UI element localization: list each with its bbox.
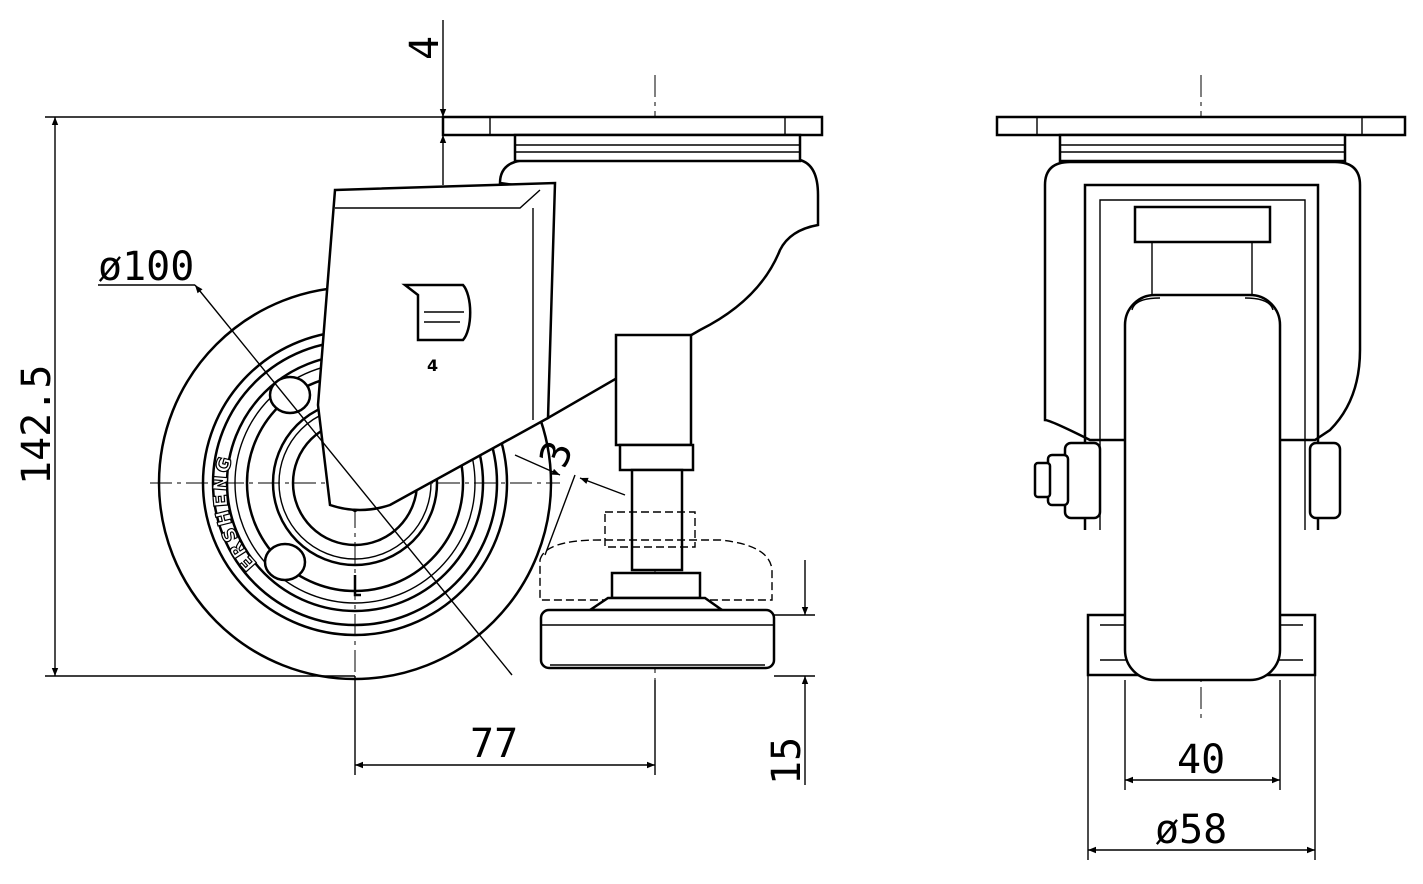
bearing-ring bbox=[513, 133, 802, 163]
foot-height-dimension: 15 bbox=[764, 737, 810, 785]
offset-dimension: 77 bbox=[470, 721, 518, 767]
wheel-width-dimension: 40 bbox=[1177, 737, 1225, 783]
front-top-plate bbox=[995, 115, 1407, 137]
foot-travel-dimension: 3 bbox=[531, 435, 582, 473]
top-plate bbox=[441, 115, 824, 137]
threaded-stem bbox=[630, 468, 684, 572]
front-bearing-ring bbox=[1058, 133, 1347, 163]
foot-diameter-dimension: ø58 bbox=[1155, 807, 1227, 853]
front-view: 40 ø58 bbox=[995, 75, 1407, 860]
side-view: ERSHENG 4 bbox=[14, 20, 824, 785]
brand-logo-icon bbox=[263, 542, 307, 582]
wheel-diameter-dimension: ø100 bbox=[98, 244, 194, 290]
axle-nut-right bbox=[1308, 441, 1342, 520]
axle-nut-left bbox=[1063, 441, 1102, 520]
leveling-foot bbox=[539, 333, 776, 670]
swivel-bracket: 4 bbox=[316, 158, 820, 512]
brand-d-logo-icon bbox=[401, 283, 472, 342]
bracket-number: 4 bbox=[427, 356, 438, 375]
front-wheel bbox=[1123, 293, 1282, 682]
total-height-dimension: 142.5 bbox=[14, 365, 60, 485]
foot-pad bbox=[539, 608, 776, 670]
plate-offset-dimension: 4 bbox=[402, 36, 448, 60]
lock-nut bbox=[618, 443, 695, 472]
